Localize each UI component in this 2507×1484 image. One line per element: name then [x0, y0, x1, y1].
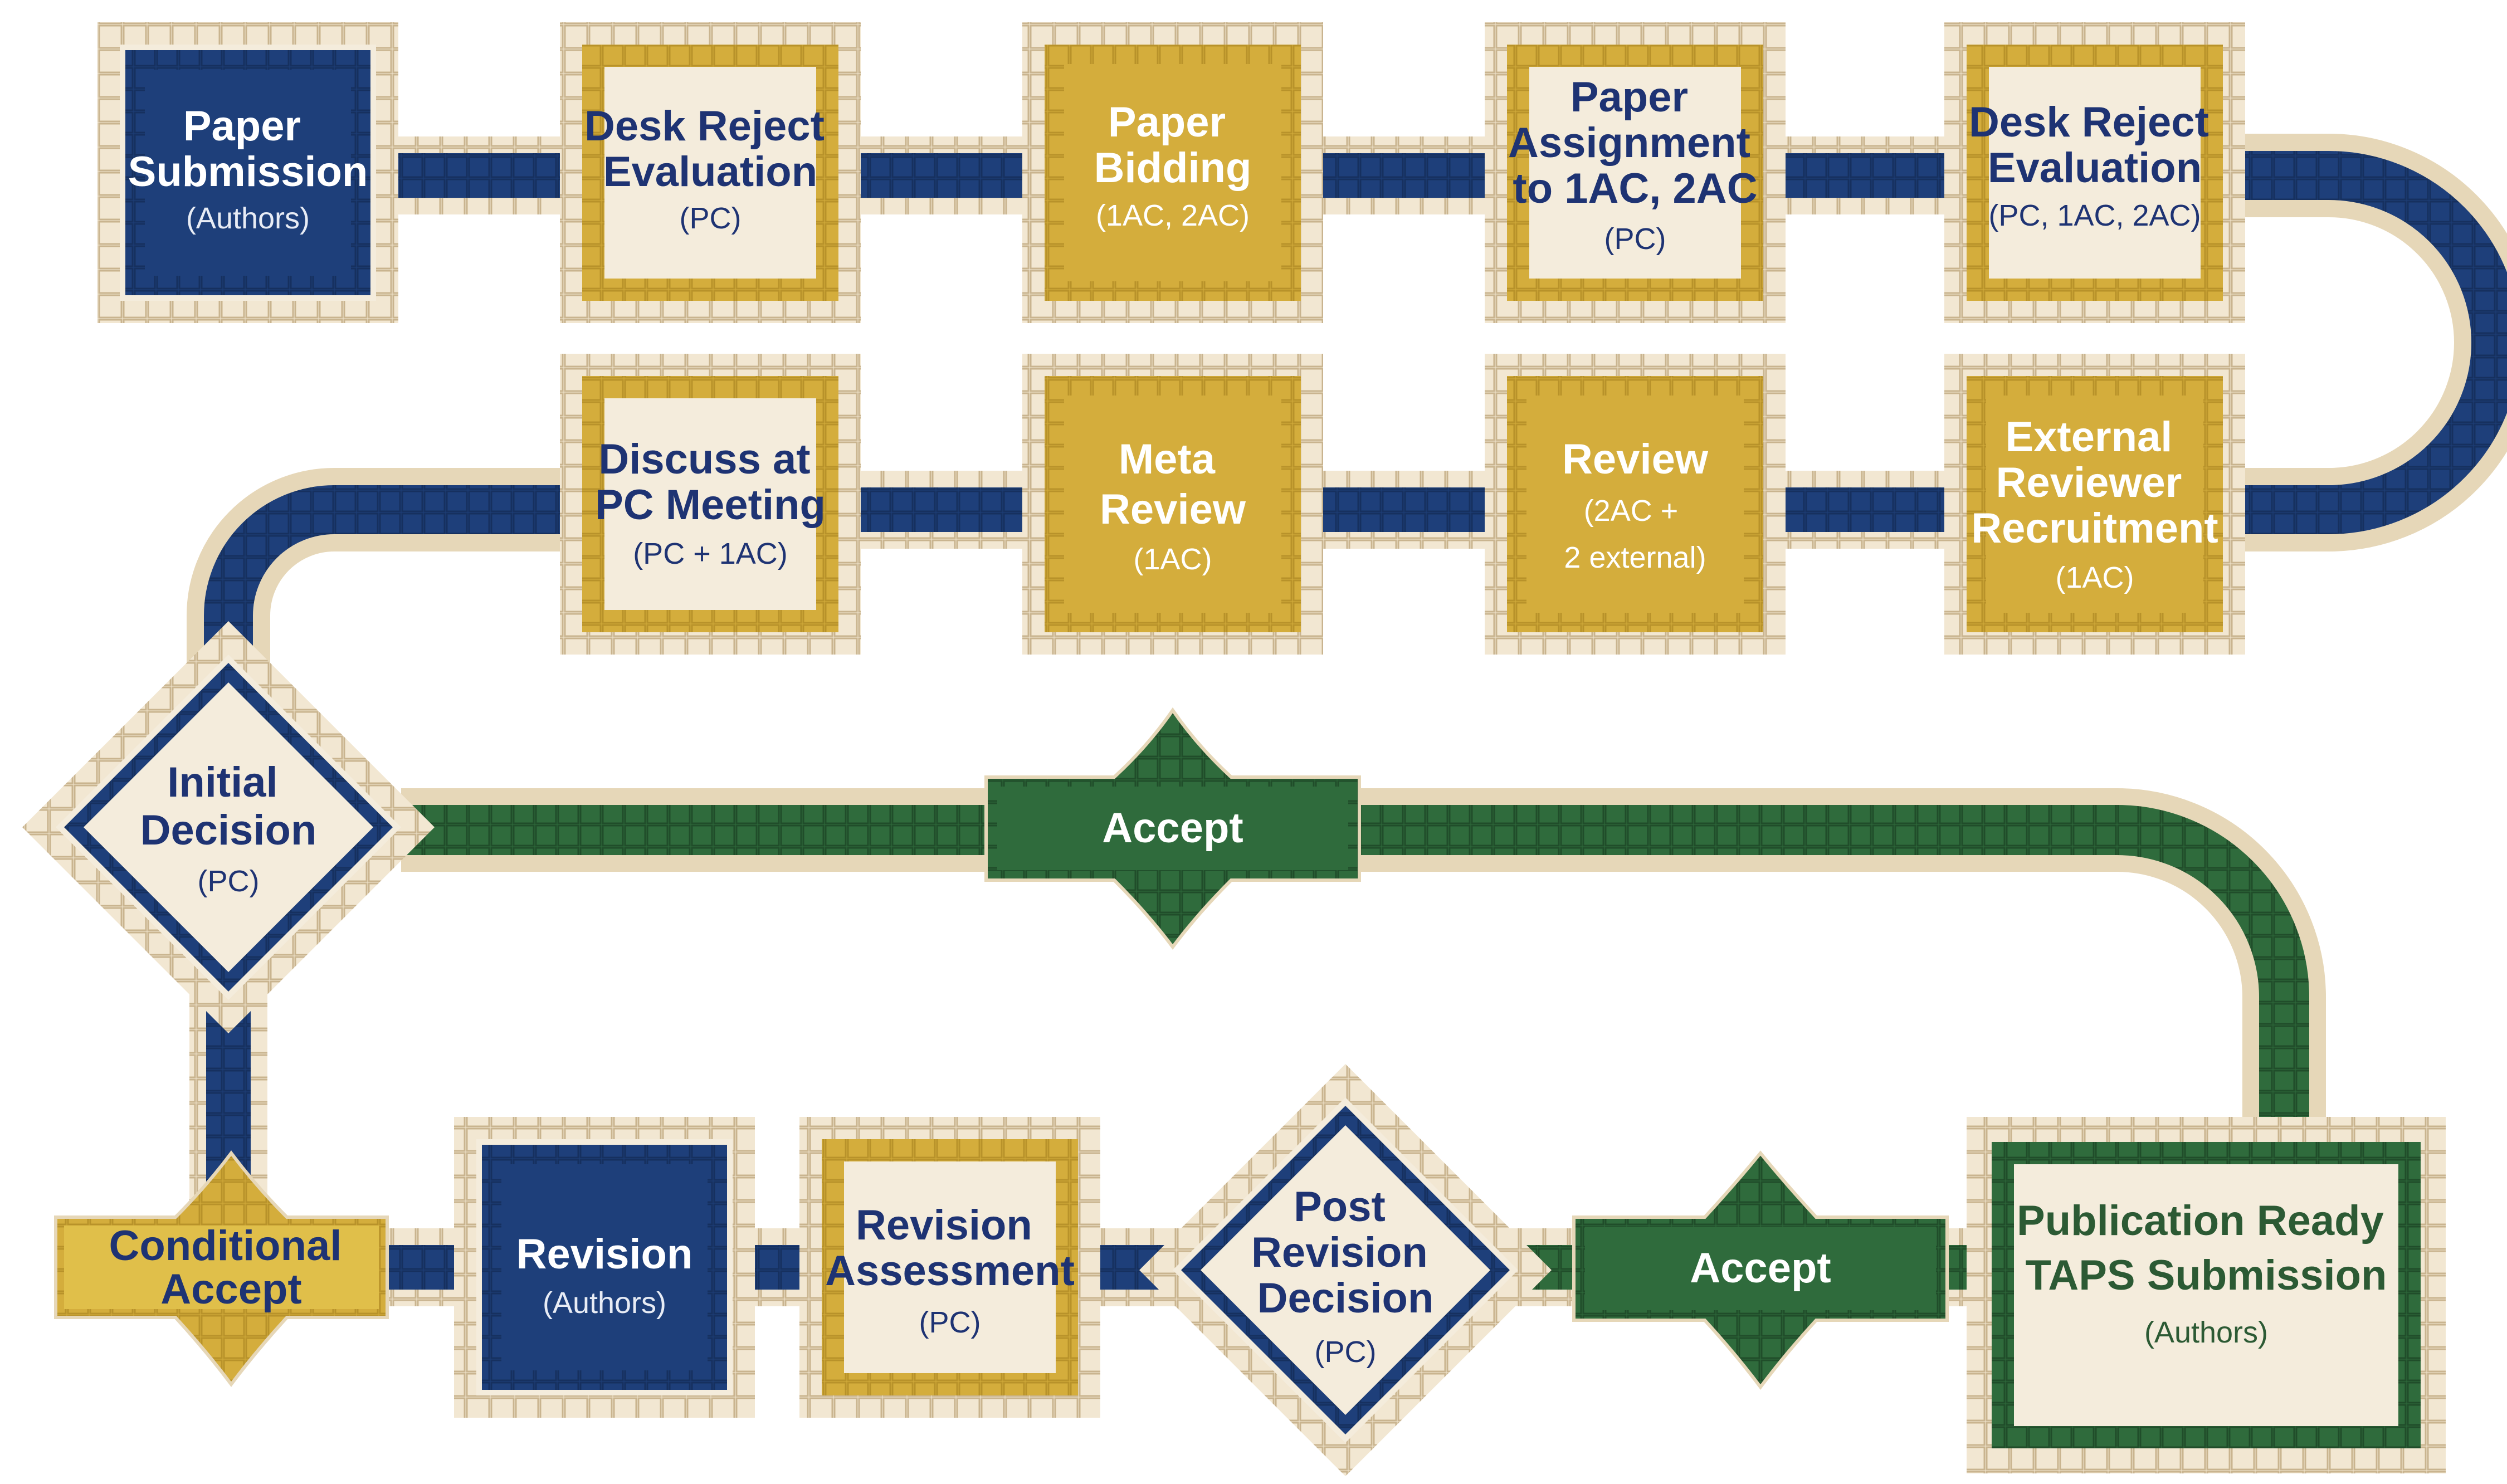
- paper-submission-role: (Authors): [186, 202, 310, 235]
- review-node: Review (2AC + 2 external): [1485, 354, 1786, 655]
- meta-review-title: Meta Review: [1100, 436, 1246, 533]
- conditional-accept-title: Conditional Accept: [109, 1222, 353, 1313]
- external-reviewer-role: (1AC): [2055, 561, 2134, 594]
- accept-bottom-node: Accept: [1572, 1150, 1949, 1390]
- revision-assessment-title: Revision Assessment: [825, 1202, 1075, 1295]
- review-role: (2AC + 2 external): [1564, 494, 1706, 574]
- desk-reject-1-title: Desk Reject Evaluation: [584, 102, 836, 196]
- connector-row1: [390, 136, 1958, 214]
- review-title: Review: [1562, 436, 1709, 483]
- revision-title: Revision: [516, 1231, 693, 1278]
- publication-ready-node: Publication Ready TAPS Submission (Autho…: [1967, 1117, 2446, 1473]
- discuss-pc-meeting-title: Discuss at PC Meeting: [595, 436, 826, 529]
- revision-assessment-node: Revision Assessment (PC): [799, 1117, 1100, 1418]
- paper-submission-node: Paper Submission (Authors): [97, 22, 398, 323]
- desk-reject-2-role: (PC, 1AC, 2AC): [1988, 199, 2201, 232]
- conditional-accept-node: Conditional Accept: [54, 1150, 389, 1387]
- paper-assignment-title: Paper Assignment to 1AC, 2AC: [1508, 74, 1762, 212]
- publication-ready-role: (Authors): [2144, 1316, 2268, 1349]
- discuss-pc-meeting-node: Discuss at PC Meeting (PC + 1AC): [560, 354, 861, 655]
- connector-right-uturn: [2240, 134, 2507, 551]
- connector-row2: [855, 471, 1958, 549]
- external-reviewer-node: External Reviewer Recruitment (1AC): [1944, 354, 2245, 655]
- desk-reject-2-title: Desk Reject Evaluation: [1969, 99, 2221, 192]
- desk-reject-evaluation-node-1: Desk Reject Evaluation (PC): [560, 22, 861, 323]
- accept-top-label: Accept: [1102, 804, 1243, 852]
- external-reviewer-title: External Reviewer Recruitment: [1971, 413, 2218, 552]
- revision-assessment-role: (PC): [919, 1306, 981, 1339]
- initial-decision-title: Initial Decision: [140, 759, 317, 854]
- initial-decision-role: (PC): [198, 865, 260, 898]
- accept-top-node: Accept: [984, 707, 1361, 950]
- meta-review-node: Meta Review (1AC): [1022, 354, 1323, 655]
- discuss-pc-meeting-role: (PC + 1AC): [633, 537, 788, 570]
- desk-reject-evaluation-node-2: Desk Reject Evaluation (PC, 1AC, 2AC): [1944, 22, 2245, 323]
- paper-assignment-node: Paper Assignment to 1AC, 2AC (PC): [1485, 22, 1786, 323]
- paper-bidding-title: Paper Bidding: [1094, 99, 1252, 192]
- meta-review-role: (1AC): [1133, 543, 1212, 576]
- connector-accept-route: [401, 788, 2326, 1142]
- connector-left-turn: [187, 468, 568, 668]
- publication-ready-title: Publication Ready TAPS Submission: [2017, 1197, 2396, 1299]
- paper-assignment-role: (PC): [1604, 222, 1666, 256]
- desk-reject-1-role: (PC): [680, 202, 742, 235]
- paper-bidding-node: Paper Bidding (1AC, 2AC): [1022, 22, 1323, 323]
- revision-node: Revision (Authors): [454, 1117, 755, 1418]
- post-revision-decision-node: Post Revision Decision (PC): [1139, 1064, 1552, 1476]
- revision-role: (Authors): [543, 1286, 666, 1320]
- paper-bidding-role: (1AC, 2AC): [1096, 199, 1250, 232]
- post-revision-decision-role: (PC): [1315, 1335, 1377, 1369]
- paper-submission-title: Paper Submission: [128, 102, 368, 196]
- accept-bottom-label: Accept: [1690, 1244, 1831, 1292]
- initial-decision-node: Initial Decision (PC): [22, 621, 435, 1033]
- post-revision-decision-title: Post Revision Decision: [1251, 1183, 1440, 1322]
